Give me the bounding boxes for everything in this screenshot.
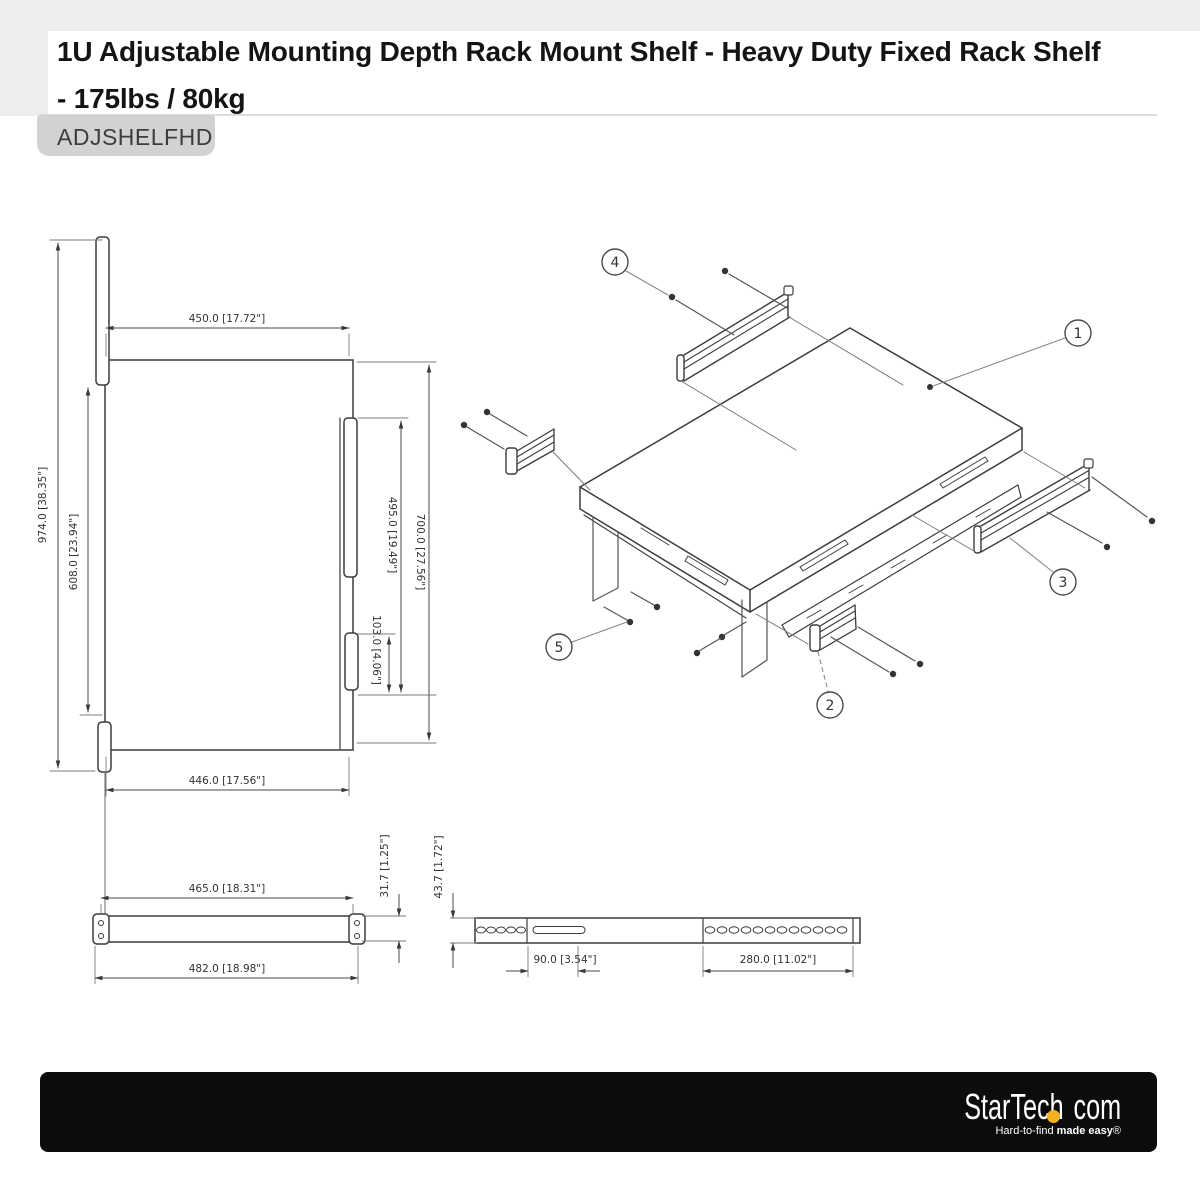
page-title-line2: - 175lbs / 80kg <box>57 83 246 114</box>
isometric-view: 1 2 3 4 5 <box>460 248 1156 719</box>
callout-3: 3 <box>1009 537 1077 596</box>
svg-text:3: 3 <box>1059 575 1068 591</box>
svg-text:43.7 [1.72"]: 43.7 [1.72"] <box>433 835 445 898</box>
svg-text:974.0 [38.35"]: 974.0 [38.35"] <box>37 467 49 543</box>
sku-text: ADJSHELFHD <box>57 124 213 150</box>
footer-tagline: Hard-to-find made easy® <box>995 1125 1121 1137</box>
page-title: 1U Adjustable Mounting Depth Rack Mount … <box>57 36 1101 67</box>
svg-text:4: 4 <box>611 255 620 271</box>
svg-text:5: 5 <box>555 640 564 656</box>
callout-5: 5 <box>545 621 628 661</box>
front-view: 465.0 [18.31"] 482.0 [18.98"] 31.7 [1.25… <box>92 834 406 984</box>
sku-badge: ADJSHELFHD <box>37 115 215 156</box>
top-view: 450.0 [17.72"] 974.0 [38.35"] 608.0 [23.… <box>37 236 437 915</box>
rear-rail-top <box>676 285 904 451</box>
left-gray-strip <box>0 0 48 116</box>
svg-text:280.0 [11.02"]: 280.0 [11.02"] <box>740 954 816 966</box>
rail-side-view: 43.7 [1.72"] 90.0 [3.54"] 280.0 [11.02"] <box>433 835 861 977</box>
callout-2: 2 <box>816 651 844 719</box>
left-bracket <box>505 428 591 491</box>
svg-text:608.0 [23.94"]: 608.0 [23.94"] <box>68 514 80 590</box>
svg-text:90.0 [3.54"]: 90.0 [3.54"] <box>533 954 596 966</box>
svg-text:465.0 [18.31"]: 465.0 [18.31"] <box>189 883 265 895</box>
svg-text:1: 1 <box>1074 326 1083 342</box>
small-bracket <box>755 604 857 652</box>
svg-text:31.7 [1.25"]: 31.7 [1.25"] <box>379 834 391 897</box>
svg-text:103.0 [4.06"]: 103.0 [4.06"] <box>370 615 382 685</box>
title-divider <box>40 114 1157 116</box>
svg-text:450.0 [17.72"]: 450.0 [17.72"] <box>189 313 265 325</box>
callout-4: 4 <box>601 248 669 296</box>
svg-text:446.0 [17.56"]: 446.0 [17.56"] <box>189 775 265 787</box>
svg-text:2: 2 <box>826 698 835 714</box>
callout-1: 1 <box>927 319 1092 390</box>
svg-text:700.0 [27.56"]: 700.0 [27.56"] <box>414 514 426 590</box>
svg-text:495.0 [19.49"]: 495.0 [19.49"] <box>386 497 398 573</box>
top-gray-strip <box>0 0 1200 31</box>
svg-text:482.0 [18.98"]: 482.0 [18.98"] <box>189 963 265 975</box>
logo-dot-icon <box>1047 1110 1060 1123</box>
rear-rail-right <box>911 451 1094 554</box>
